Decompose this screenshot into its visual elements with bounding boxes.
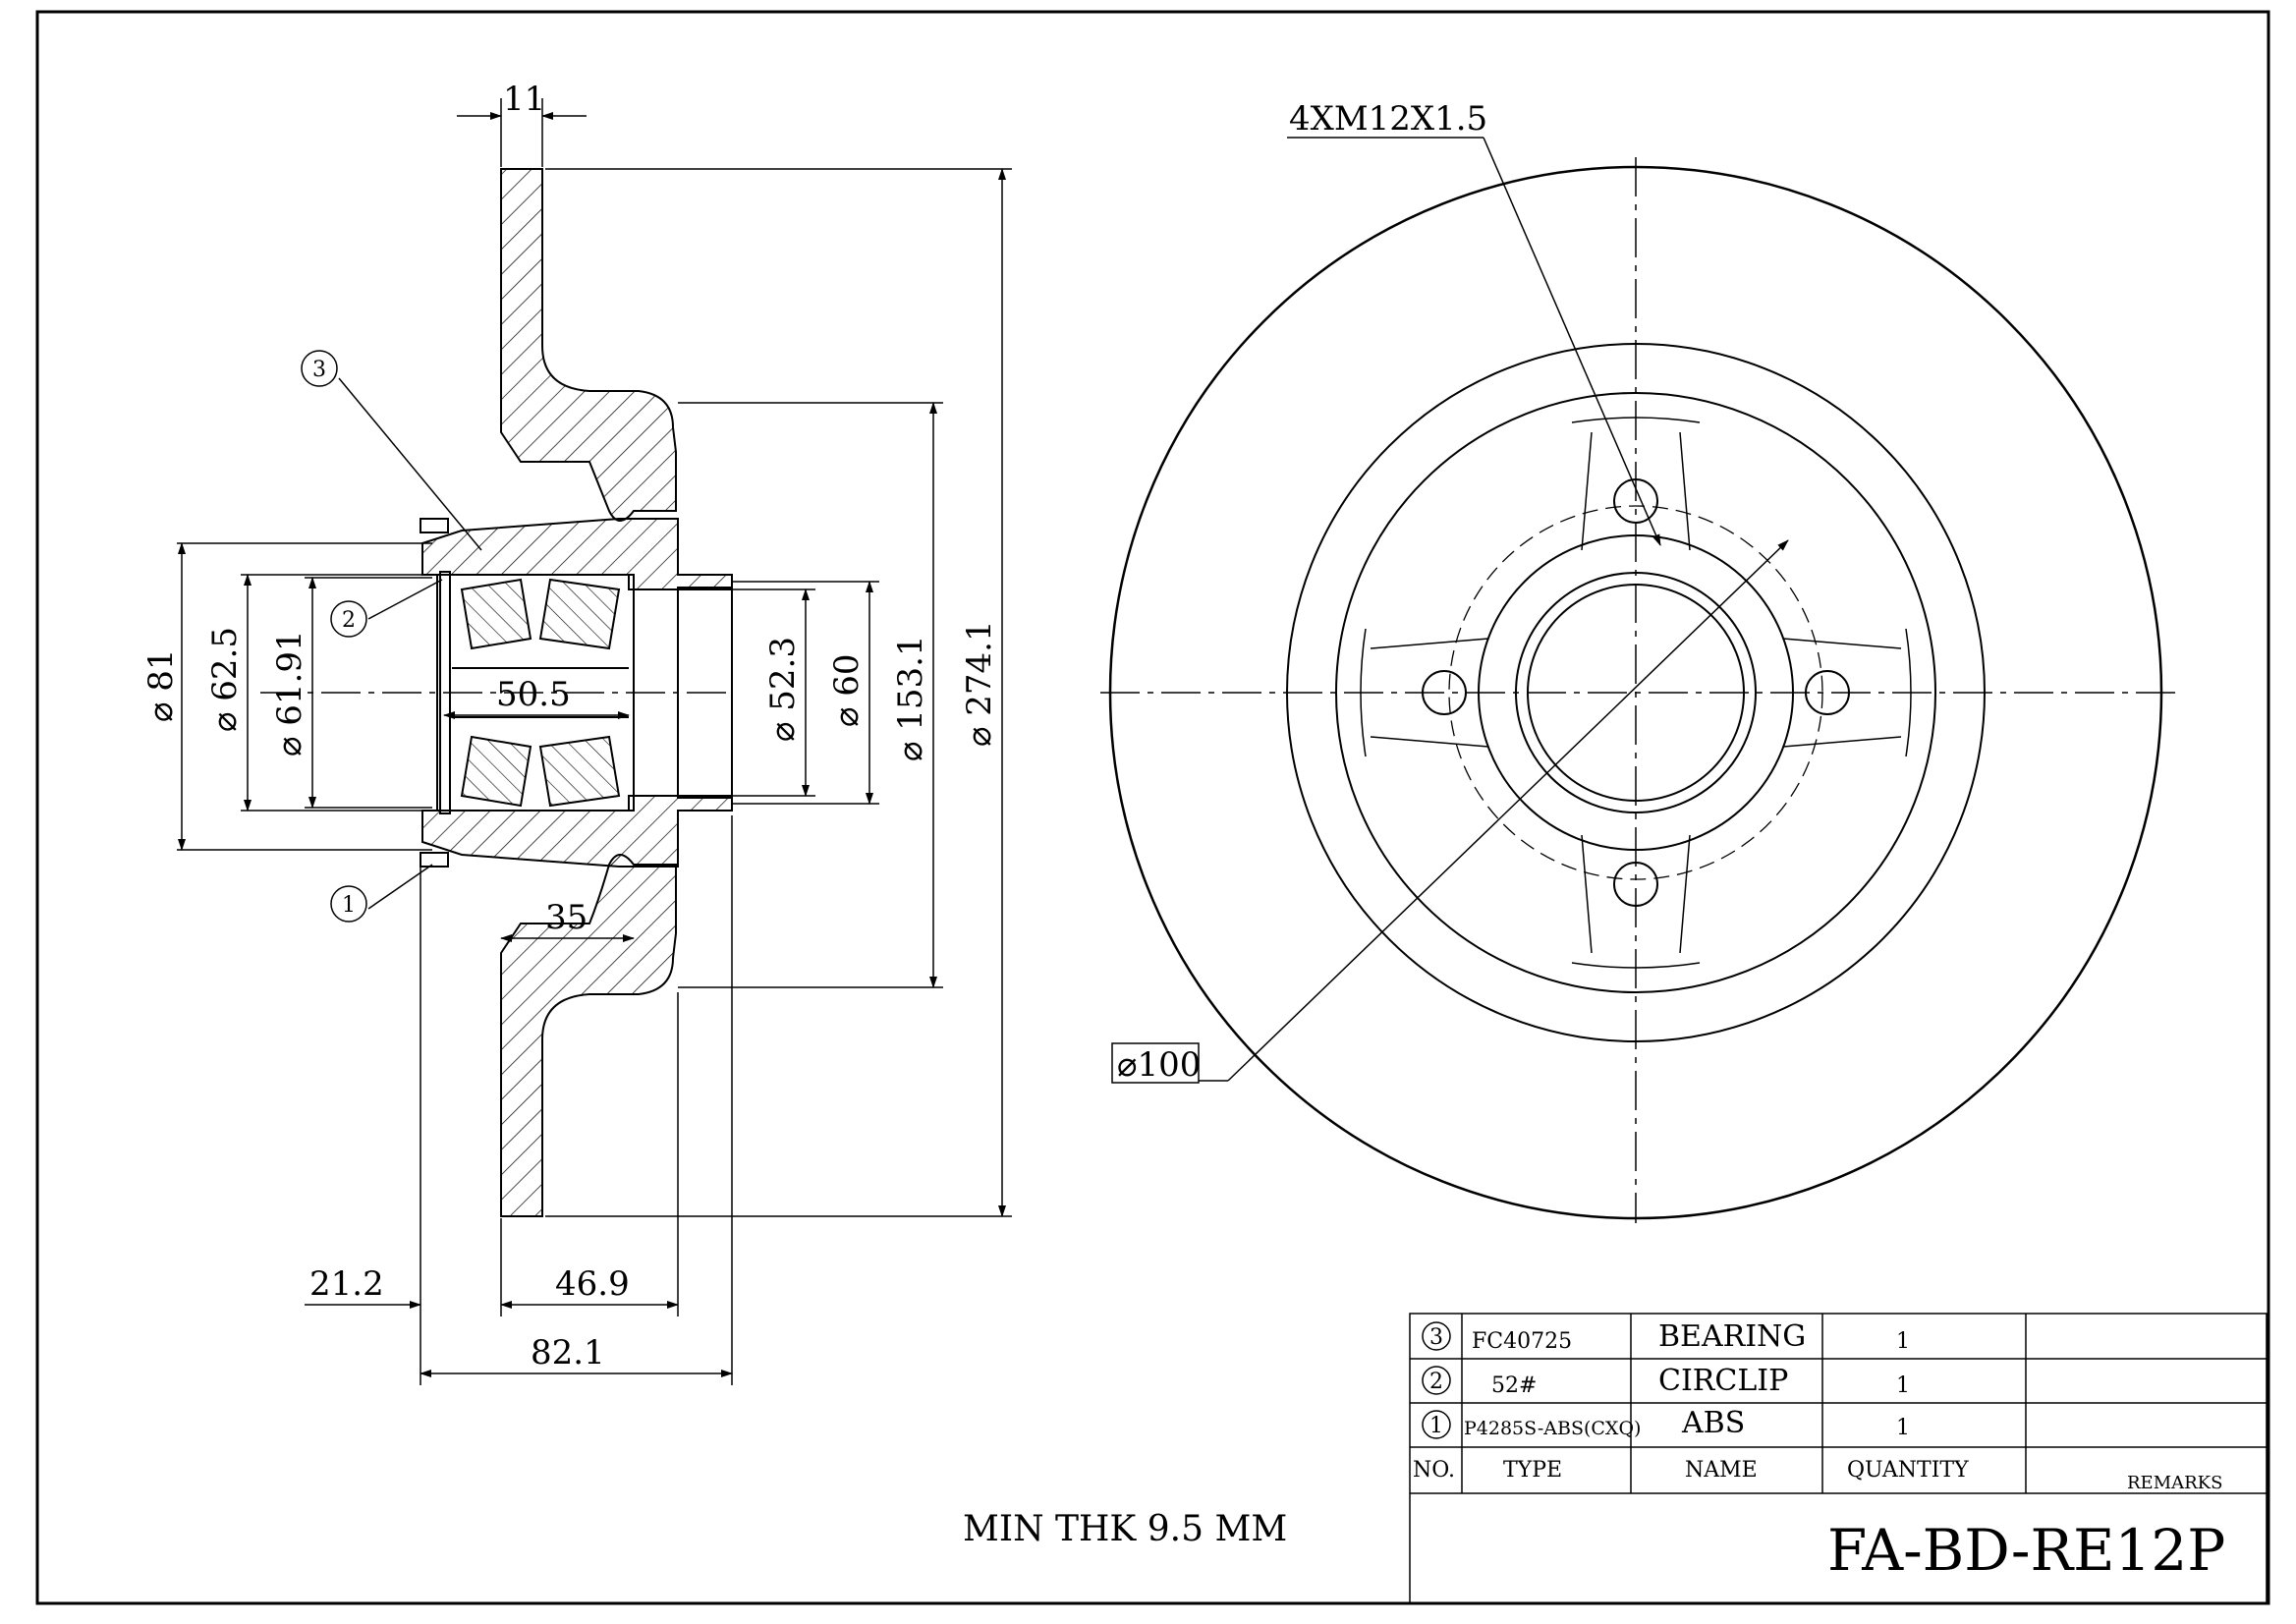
svg-text:ABS: ABS — [1681, 1406, 1745, 1440]
dim-dia-61-91: ⌀ 61.91 — [270, 630, 309, 756]
bom-table — [1409, 1313, 2268, 1604]
dim-dia-60: ⌀ 60 — [827, 653, 867, 727]
section-view — [260, 168, 733, 1217]
hub-body-upper — [421, 518, 733, 590]
svg-text:3: 3 — [1429, 1325, 1443, 1350]
pcd-label: ⌀100 — [1117, 1045, 1201, 1085]
dim-overall-82-1: 82.1 — [531, 1333, 605, 1372]
dim-offset-21-2: 21.2 — [309, 1264, 384, 1304]
stud-hole-bottom — [1613, 862, 1658, 907]
svg-text:1: 1 — [1429, 1414, 1443, 1438]
hub-spigot — [677, 587, 733, 799]
dim-length-46-9: 46.9 — [555, 1264, 630, 1304]
stud-hole-left — [1422, 670, 1467, 715]
disc-outer-edge — [1108, 165, 2163, 1220]
callout-2: 2 — [330, 600, 367, 638]
bom-header-row: NO. TYPE NAME QUANTITY REMARKS — [1413, 1458, 2222, 1493]
disc-flange-bottom — [500, 854, 677, 1217]
dim-bearing-width: 50.5 — [496, 675, 571, 714]
disc-flange-top — [500, 168, 677, 522]
hub-body-lower — [421, 795, 733, 868]
svg-text:1: 1 — [1896, 1416, 1910, 1440]
svg-text:P4285S-ABS(CXQ): P4285S-ABS(CXQ) — [1464, 1418, 1641, 1439]
svg-text:1: 1 — [1896, 1329, 1910, 1354]
bearing-rollers — [452, 578, 629, 808]
callout-3: 3 — [301, 350, 338, 387]
section-dimensions — [177, 98, 1012, 1385]
bom-row-2: 2 52# CIRCLIP 1 — [1422, 1364, 1910, 1398]
hub-bore-inner — [1527, 584, 1745, 802]
dim-dia-153-1: ⌀ 153.1 — [891, 635, 930, 761]
callout-1: 1 — [330, 885, 367, 923]
svg-text:2: 2 — [1429, 1370, 1443, 1394]
svg-text:52#: 52# — [1491, 1373, 1537, 1398]
svg-text:NAME: NAME — [1685, 1458, 1758, 1483]
min-thickness-note: MIN THK 9.5 MM — [963, 1509, 1287, 1549]
svg-text:2: 2 — [342, 608, 356, 633]
hub-ribs — [1360, 417, 1912, 969]
svg-text:TYPE: TYPE — [1503, 1458, 1562, 1483]
svg-text:QUANTITY: QUANTITY — [1847, 1458, 1969, 1483]
braking-surface-inner — [1286, 343, 1986, 1042]
svg-text:NO.: NO. — [1413, 1458, 1455, 1483]
part-number: FA-BD-RE12P — [1827, 1517, 2225, 1584]
dim-dia-81: ⌀ 81 — [141, 648, 181, 722]
svg-text:REMARKS: REMARKS — [2127, 1473, 2222, 1493]
dim-dia-62-5: ⌀ 62.5 — [205, 627, 245, 732]
svg-text:3: 3 — [312, 358, 326, 382]
abs-ring-top — [420, 518, 449, 533]
svg-text:BEARING: BEARING — [1658, 1319, 1806, 1354]
pcd-label-box — [1111, 1042, 1200, 1084]
svg-text:FC40725: FC40725 — [1472, 1329, 1572, 1354]
pcd-circle — [1448, 505, 1823, 880]
abs-ring-bottom — [420, 852, 449, 868]
thread-spec-label: 4XM12X1.5 — [1289, 99, 1487, 139]
hub-face-outer — [1478, 534, 1794, 851]
hat-outer — [1335, 392, 1936, 993]
svg-text:1: 1 — [342, 893, 356, 918]
front-leaders — [1199, 137, 1789, 1082]
circlip-left — [439, 571, 451, 814]
section-dimension-labels: 11 ⌀ 274.1 ⌀ 153.1 ⌀ 60 ⌀ 52.3 ⌀ 81 ⌀ 62… — [141, 80, 999, 1372]
dim-dia-274-1: ⌀ 274.1 — [960, 620, 999, 747]
drawing-border — [35, 10, 2270, 1605]
dim-dia-52-3: ⌀ 52.3 — [763, 637, 803, 742]
front-view — [1100, 157, 2181, 1223]
dim-flange-thickness: 11 — [503, 80, 545, 119]
bom-row-3: 3 FC40725 BEARING 1 — [1422, 1319, 1910, 1354]
stud-hole-top — [1613, 478, 1658, 524]
bearing-bore — [436, 574, 635, 812]
stud-hole-right — [1805, 670, 1850, 715]
bom-row-1: 1 P4285S-ABS(CXQ) ABS 1 — [1422, 1406, 1910, 1440]
hub-bore-outer — [1515, 572, 1757, 813]
svg-text:CIRCLIP: CIRCLIP — [1658, 1364, 1788, 1398]
dim-depth-35: 35 — [545, 898, 588, 937]
svg-text:1: 1 — [1896, 1373, 1910, 1398]
